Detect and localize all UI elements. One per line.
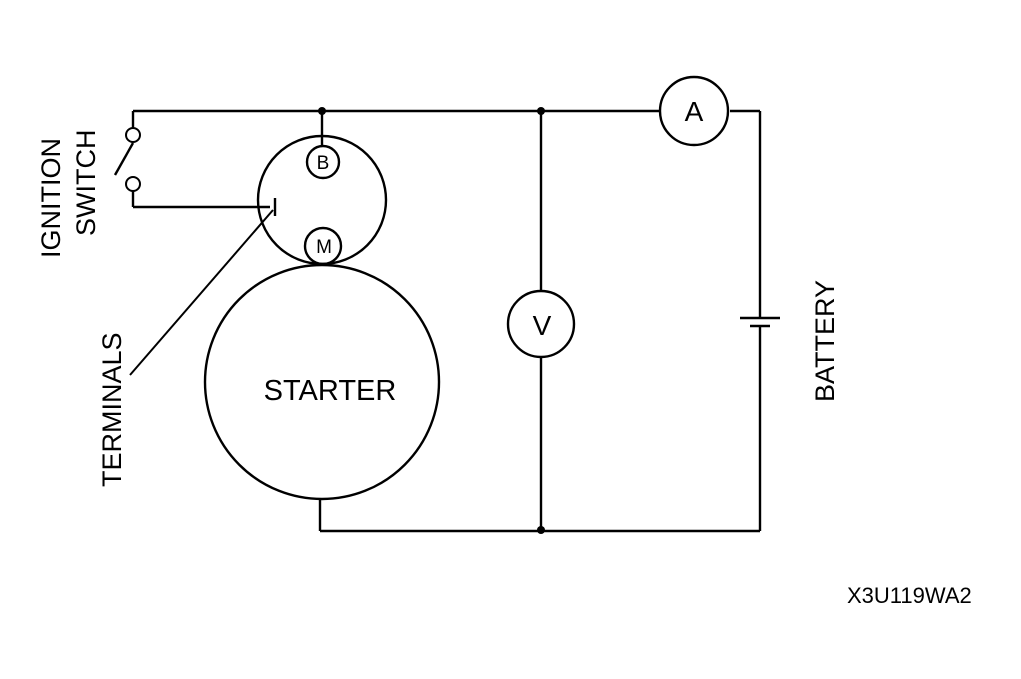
starter-label: STARTER (264, 375, 397, 407)
battery-label: BATTERY (810, 280, 840, 402)
ignition-switch (113, 127, 270, 209)
terminal-m-label: M (316, 237, 332, 258)
terminals-label: TERMINALS (97, 332, 127, 487)
ammeter-label: A (685, 96, 704, 127)
starter-motor: STARTER (203, 263, 441, 501)
ignition-label: IGNITION (36, 138, 66, 258)
battery-symbol (740, 316, 780, 328)
terminal-b-label: B (317, 153, 330, 174)
voltmeter-label: V (533, 310, 552, 341)
switch-label: SWITCH (71, 130, 101, 236)
ammeter: A (658, 75, 730, 147)
voltmeter: V (506, 289, 576, 359)
junction-dot-voltmeter-bottom (537, 526, 545, 534)
top-wire (131, 109, 760, 128)
figure-code: X3U119WA2 (847, 583, 972, 608)
terminal-m: M (303, 226, 343, 266)
terminals-leader-line (129, 209, 274, 376)
terminal-b: B (305, 144, 341, 180)
junction-dot-voltmeter-top (537, 107, 545, 115)
